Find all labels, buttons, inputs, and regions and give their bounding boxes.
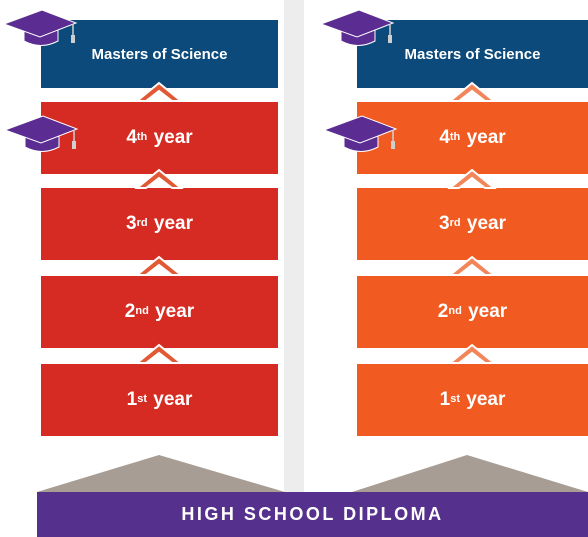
year-number: 1	[439, 389, 451, 410]
year-number: 4	[126, 127, 137, 148]
pedestal-right	[352, 455, 588, 492]
graduation-cap-icon	[3, 115, 79, 152]
year-word: year	[468, 301, 508, 322]
year-suffix: rd	[449, 217, 461, 229]
year-number: 3	[126, 213, 137, 234]
year-word: year	[466, 389, 506, 410]
chevron-up-icon	[134, 343, 184, 364]
masters-label: Masters of Science	[404, 45, 541, 63]
year-word: year	[466, 127, 506, 148]
year-suffix: rd	[136, 217, 148, 229]
graduation-cap-icon	[322, 115, 398, 152]
chevron-up-icon	[134, 168, 184, 189]
year-suffix: nd	[448, 305, 462, 317]
chevron-up-icon	[447, 81, 497, 102]
left-panel-background	[0, 0, 284, 537]
year-suffix: th	[136, 131, 148, 143]
masters-box: Masters of Science	[357, 20, 588, 88]
masters-box: Masters of Science	[41, 20, 278, 88]
chevron-up-icon	[134, 81, 184, 102]
year-word: year	[155, 301, 195, 322]
year-number: 3	[439, 213, 450, 234]
chevron-up-icon	[134, 255, 184, 276]
year-number: 2	[124, 301, 136, 322]
year-suffix: st	[450, 393, 460, 405]
chevron-up-icon	[447, 255, 497, 276]
chevron-up-icon	[447, 343, 497, 364]
year-word: year	[153, 127, 193, 148]
pedestal-left	[37, 455, 285, 492]
high-school-diploma-bar: HIGH SCHOOL DIPLOMA	[37, 492, 588, 537]
graduation-cap-icon	[319, 9, 395, 46]
year-number: 1	[126, 389, 138, 410]
year-suffix: st	[137, 393, 147, 405]
graduation-cap-icon	[2, 9, 78, 46]
masters-label: Masters of Science	[91, 45, 228, 63]
chevron-up-icon	[447, 168, 497, 189]
year-word: year	[153, 213, 193, 234]
diploma-label: HIGH SCHOOL DIPLOMA	[181, 504, 444, 524]
year-number: 4	[439, 127, 450, 148]
year-number: 2	[437, 301, 449, 322]
year-word: year	[466, 213, 506, 234]
year-suffix: nd	[135, 305, 149, 317]
year-suffix: th	[449, 131, 461, 143]
year-word: year	[153, 389, 193, 410]
right-panel-background	[304, 0, 588, 537]
